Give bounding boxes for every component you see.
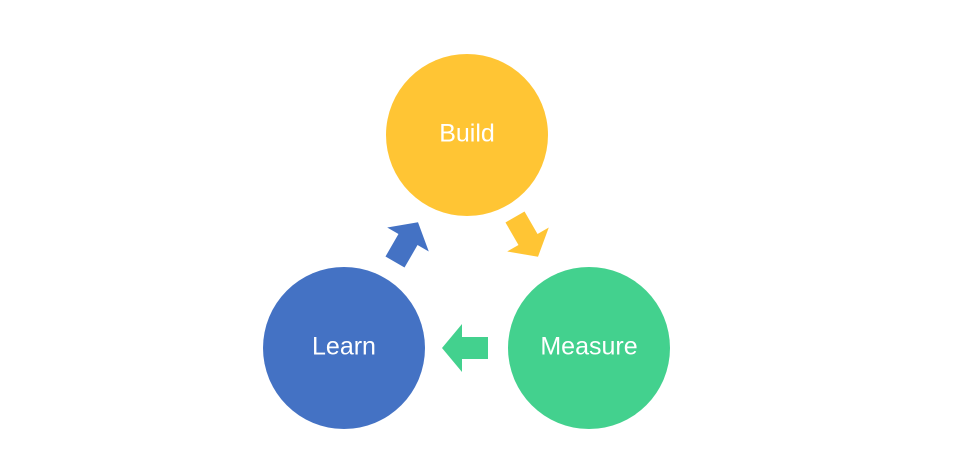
node-learn: Learn: [263, 267, 425, 429]
arrow-learn-to-build: [385, 222, 429, 268]
arrow-learn-to-build-shape: [385, 222, 429, 268]
arrow-measure-to-learn: [442, 324, 488, 372]
node-build: Build: [386, 54, 548, 216]
node-measure: Measure: [508, 267, 670, 429]
arrow-build-to-measure-shape: [505, 211, 549, 257]
arrow-build-to-measure: [505, 211, 549, 257]
arrow-measure-to-learn-shape: [442, 324, 488, 372]
node-measure-circle: [508, 267, 670, 429]
node-learn-circle: [263, 267, 425, 429]
node-learn-label: Learn: [312, 333, 376, 361]
node-measure-label: Measure: [540, 333, 637, 361]
node-build-label: Build: [439, 120, 495, 148]
node-build-circle: [386, 54, 548, 216]
